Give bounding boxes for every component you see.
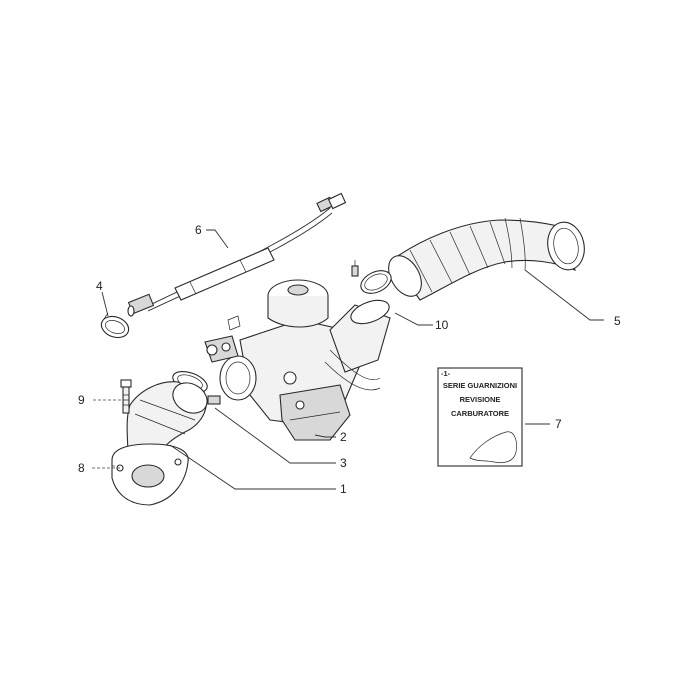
svg-text:-1-: -1- [441, 369, 451, 378]
kit-card-line1: SERIE GUARNIZIONI [443, 381, 517, 390]
leader-3 [214, 407, 336, 464]
part-5-intake-hose [388, 217, 585, 301]
kit-card-line3: CARBURATORE [451, 409, 509, 418]
leader-5 [524, 269, 604, 321]
callout-3: 3 [340, 456, 347, 470]
callout-8: 8 [78, 461, 85, 475]
leader-2 [314, 434, 336, 438]
callout-4: 4 [96, 279, 103, 293]
part-2-carburetor [204, 279, 391, 441]
leader-10 [394, 312, 433, 326]
callout-10: 10 [435, 318, 449, 332]
part-7-gasket-kit-card: -1- SERIE GUARNIZIONI REVISIONE CARBURAT… [437, 367, 523, 467]
part-6-throttle-cable [127, 192, 347, 317]
callout-labels: 6 4 5 10 7 2 3 1 9 8 [78, 223, 621, 496]
callout-1: 1 [340, 482, 347, 496]
callout-6: 6 [195, 223, 202, 237]
part-1-intake-manifold [111, 381, 208, 506]
callout-2: 2 [340, 430, 347, 444]
leader-lines [92, 229, 604, 490]
kit-card-line2: REVISIONE [460, 395, 501, 404]
part-4-spring-clip [100, 312, 130, 339]
leader-4 [101, 291, 109, 317]
part-9-bolt [120, 379, 132, 414]
callout-7: 7 [555, 417, 562, 431]
callout-9: 9 [78, 393, 85, 407]
leader-6 [206, 229, 229, 249]
callout-5: 5 [614, 314, 621, 328]
part-10-hose-clamp [351, 260, 392, 294]
leader-1 [169, 444, 336, 490]
